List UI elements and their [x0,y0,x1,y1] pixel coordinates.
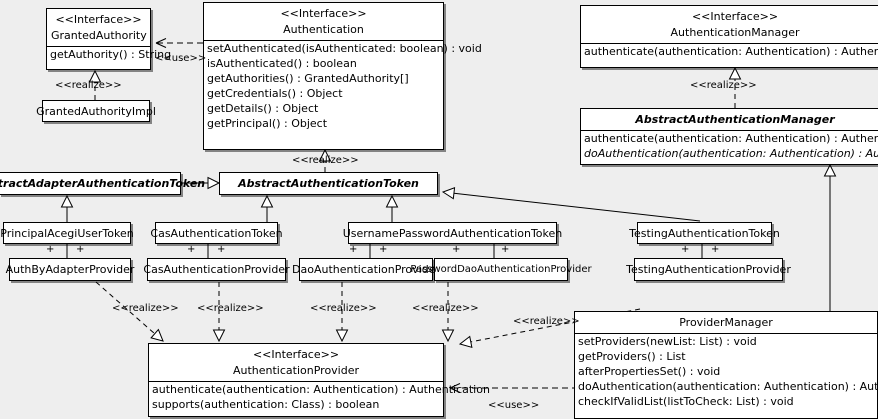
class-name: AbstractAuthenticationManager [635,113,835,126]
class-provider-manager[interactable]: ProviderManager setProviders(newList: Li… [574,311,878,419]
operations-compartment: getAuthority() : String [47,46,172,62]
class-name: TestingAuthenticationProvider [626,263,791,276]
class-cas-authentication-provider[interactable]: CasAuthenticationProvider [143,258,290,281]
operation: doAuthentication(authentication: Authent… [584,147,878,160]
operation: setAuthenticated(isAuthenticated: boolea… [207,42,482,55]
class-name: TestingAuthenticationToken [629,226,780,240]
class-name: GrantedAuthority [51,29,147,42]
operations-compartment: authenticate(authentication: Authenticat… [149,381,490,412]
operation: getAuthority() : String [50,48,172,61]
class-testing-authentication-token[interactable]: TestingAuthenticationToken [629,222,780,244]
association-adornment-plus: + [711,244,720,255]
class-header: <<Interface>> AuthenticationManager [581,6,878,43]
class-header: <<Interface>> GrantedAuthority [47,9,150,46]
class-testing-authentication-provider[interactable]: TestingAuthenticationProvider [626,258,791,281]
label-realize-abstract-authentication-manager: <<realize>> [690,80,757,91]
class-name: AuthenticationProvider [232,364,360,377]
association-adornment-plus: + [217,244,226,255]
association-adornment-plus: + [349,244,358,255]
operation: getCredentials() : Object [207,87,343,100]
operation: authenticate(authentication: Authenticat… [584,45,878,58]
operations-compartment: setProviders(newList: List) : void getPr… [575,333,878,409]
operation: getDetails() : Object [207,102,319,115]
class-name: PasswordDaoAuthenticationProvider [410,263,592,275]
association-adornment-plus: + [681,244,690,255]
operation: afterPropertiesSet() : void [578,365,721,378]
class-header: <<Interface>> Authentication [204,3,443,40]
class-name: AbstractAuthenticationToken [238,177,419,190]
class-name: GrantedAuthorityImpl [36,104,156,118]
class-password-dao-authentication-provider[interactable]: PasswordDaoAuthenticationProvider [410,258,592,281]
class-name: CasAuthenticationProvider [143,263,290,276]
operation: authenticate(authentication: Authenticat… [584,132,878,145]
association-adornment-plus: + [187,244,196,255]
generalization-link-testing-authentication-token [441,187,701,222]
label-use-authentication-granted-authority: <<use>> [155,53,207,64]
class-header: AbstractAuthenticationManager [581,109,878,130]
class-name: Authentication [283,23,364,36]
operation: getPrincipal() : Object [207,117,328,130]
association-adornment-plus: + [379,244,388,255]
stereotype-label: <<Interface>> [252,348,340,361]
class-auth-by-adapter-provider[interactable]: AuthByAdapterProvider [6,258,134,281]
class-granted-authority-impl[interactable]: GrantedAuthorityImpl [36,100,156,122]
class-authentication[interactable]: <<Interface>> Authentication setAuthenti… [203,2,482,150]
label-realize-provider-manager: <<realize>> [513,316,580,327]
association-adornment-plus: + [501,244,510,255]
class-name: DaoAuthenticationProvider [292,263,440,276]
operation: authenticate(authentication: Authenticat… [152,383,490,396]
class-granted-authority[interactable]: <<Interface>> GrantedAuthority getAuthor… [46,8,172,70]
stereotype-label: <<Interface>> [691,10,779,23]
operations-compartment: authenticate(authentication: Authenticat… [581,43,878,59]
operation: isAuthenticated() : boolean [207,57,357,70]
class-authentication-manager[interactable]: <<Interface>> AuthenticationManager auth… [580,5,878,68]
class-name: ProviderManager [679,316,773,329]
operation: getProviders() : List [578,350,686,363]
label-realize-password-dao-authentication-provider: <<realize>> [412,303,479,314]
class-dao-authentication-provider[interactable]: DaoAuthenticationProvider [292,258,440,281]
class-principal-acegi-user-token[interactable]: PrincipalAcegiUserToken [0,222,134,244]
label-use-provider-manager-authentication-provider: <<use>> [488,400,540,411]
stereotype-label: <<Interface>> [280,7,367,20]
class-name: AuthenticationManager [670,26,800,39]
label-realize-cas-authentication-provider: <<realize>> [197,303,264,314]
operations-compartment: setAuthenticated(isAuthenticated: boolea… [204,40,482,131]
association-adornment-plus: + [452,244,461,255]
association-adornment-plus: + [46,244,55,255]
label-realize-granted-authority-impl: <<realize>> [55,80,122,91]
class-name: AuthByAdapterProvider [5,263,135,276]
class-name: CasAuthenticationToken [150,226,283,240]
operation: setProviders(newList: List) : void [578,335,757,348]
operation: supports(authentication: Class) : boolea… [152,398,380,411]
class-name: UsernamePasswordAuthenticationToken [342,226,563,240]
class-cas-authentication-token[interactable]: CasAuthenticationToken [150,222,283,244]
stereotype-label: <<Interface>> [55,13,142,26]
label-realize-dao-authentication-provider: <<realize>> [310,303,377,314]
class-name: PrincipalAcegiUserToken [0,226,134,240]
class-abstract-authentication-manager[interactable]: AbstractAuthenticationManager authentica… [580,108,878,165]
operation: checkIfValidList(listToCheck: List) : vo… [578,395,794,408]
class-header: ProviderManager [575,312,877,333]
class-header: <<Interface>> AuthenticationProvider [149,344,443,381]
label-realize-auth-by-adapter-provider: <<realize>> [112,303,179,314]
class-username-password-authentication-token[interactable]: UsernamePasswordAuthenticationToken [343,222,562,244]
class-authentication-provider[interactable]: <<Interface>> AuthenticationProvider aut… [148,343,490,417]
operation: doAuthentication(authentication: Authent… [578,380,878,393]
operations-compartment: authenticate(authentication: Authenticat… [581,130,878,161]
operation: getAuthorities() : GrantedAuthority[] [207,72,409,85]
class-abstract-adapter-authentication-token[interactable]: AbstractAdapterAuthenticationToken [0,172,205,195]
class-name: AbstractAdapterAuthenticationToken [0,177,206,190]
association-adornment-plus: + [76,244,85,255]
label-realize-abstract-authentication-token: <<realize>> [292,155,359,166]
class-abstract-authentication-token[interactable]: AbstractAuthenticationToken [219,172,438,195]
